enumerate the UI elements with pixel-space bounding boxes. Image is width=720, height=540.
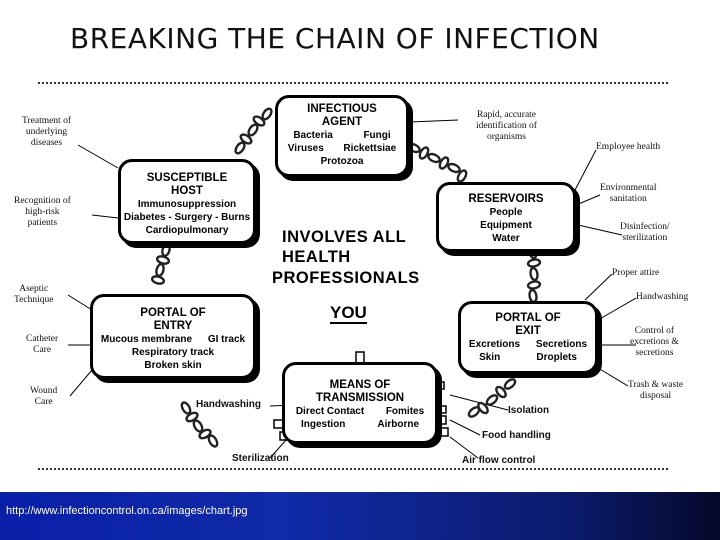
note-wound-care: Wound Care: [30, 386, 58, 407]
box-item: Fomites: [385, 406, 425, 417]
note-environmental-sanitation: Environmental sanitation: [600, 183, 657, 204]
box-item: Cardiopulmonary: [145, 225, 229, 236]
means-of-transmission-box: MEANS OF TRANSMISSION Direct Contact Fomi…: [282, 362, 438, 444]
chain-link-icon: [232, 105, 275, 157]
top-dotted-divider: [38, 82, 668, 84]
note-air-flow-control: Air flow control: [462, 455, 536, 466]
page-title: BREAKING THE CHAIN OF INFECTION: [70, 22, 600, 55]
chain-link-icon: [405, 141, 470, 185]
box-item: Immunosuppression: [137, 199, 237, 210]
box-title: PORTAL OF: [495, 312, 561, 324]
footer-bar: http://www.infectioncontrol.on.ca/images…: [0, 492, 720, 540]
you-label: YOU: [330, 303, 367, 324]
chain-link-icon: [526, 244, 542, 304]
box-title: INFECTIOUS: [307, 103, 377, 115]
box-item: Equipment: [480, 220, 532, 231]
box-item: Broken skin: [144, 360, 202, 371]
box-item: Protozoa: [320, 156, 364, 167]
box-title: ENTRY: [153, 320, 193, 332]
box-title: MEANS OF: [329, 379, 391, 391]
note-catheter-care: Catheter Care: [26, 334, 59, 355]
box-title: RESERVOIRS: [468, 193, 544, 205]
note-proper-attire: Proper attire: [612, 268, 660, 278]
box-title: AGENT: [321, 116, 363, 128]
box-item: Excretions: [468, 339, 521, 350]
portal-of-exit-box: PORTAL OF EXIT Excretions Secretions Skin…: [458, 301, 598, 374]
bottom-dotted-divider: [38, 468, 668, 470]
reservoirs-box: RESERVOIRS People Equipment Water: [436, 182, 576, 252]
box-item: People: [489, 207, 523, 218]
infectious-agent-box: INFECTIOUS AGENT Bacteria Fungi Viruses Ri…: [275, 95, 409, 177]
chain-link-icon: [150, 242, 173, 287]
box-title: PORTAL OF: [140, 307, 206, 319]
note-treatment-underlying: Treatment of underlying diseases: [22, 116, 71, 148]
box-item: Fungi: [363, 130, 391, 141]
susceptible-host-box: SUSCEPTIBLE HOST Immunosuppression Diabe…: [118, 159, 256, 244]
box-item: Water: [492, 233, 520, 244]
box-item: Droplets: [536, 352, 577, 363]
box-item: Viruses: [287, 143, 324, 154]
center-text-line: PROFESSIONALS: [272, 269, 420, 287]
box-item: Airborne: [377, 419, 420, 430]
note-handwashing-right: Handwashing: [636, 292, 689, 302]
box-item: Skin: [479, 352, 501, 363]
box-title: HOST: [171, 185, 203, 197]
box-item: Diabetes - Surgery - Burns: [123, 212, 251, 223]
box-item: Ingestion: [300, 419, 346, 430]
box-item: Direct Contact: [295, 406, 365, 417]
source-url: http://www.infectioncontrol.on.ca/images…: [6, 505, 248, 517]
center-text-line: HEALTH: [282, 248, 351, 266]
note-isolation: Isolation: [508, 405, 550, 416]
center-text-line: INVOLVES ALL: [282, 228, 407, 246]
note-rapid-identification: Rapid, accurate identification of organi…: [476, 110, 537, 142]
note-food-handling: Food handling: [482, 430, 551, 441]
box-item: Mucous membrane: [100, 334, 193, 345]
box-item: GI track: [207, 334, 246, 345]
note-sterilization: Sterilization: [232, 453, 289, 464]
note-control-excretions: Control of excretions & secretions: [630, 326, 679, 358]
box-title: TRANSMISSION: [315, 392, 405, 404]
note-aseptic-technique: Aseptic Technique: [14, 284, 54, 305]
note-recognition-high-risk: Recognition of high-risk patients: [14, 196, 71, 228]
box-item: Rickettsiae: [343, 143, 397, 154]
box-title: SUSCEPTIBLE: [146, 172, 228, 184]
box-title: EXIT: [515, 325, 541, 337]
pointer-lines: [67, 119, 637, 459]
note-trash-disposal: Trash & waste disposal: [628, 380, 684, 401]
note-employee-health: Employee health: [596, 142, 661, 152]
note-disinfection: Disinfection/ sterilization: [620, 222, 670, 243]
box-item: Bacteria: [293, 130, 333, 141]
box-item: Respiratory track: [131, 347, 215, 358]
box-item: Secretions: [535, 339, 588, 350]
note-handwashing-left: Handwashing: [196, 399, 262, 410]
